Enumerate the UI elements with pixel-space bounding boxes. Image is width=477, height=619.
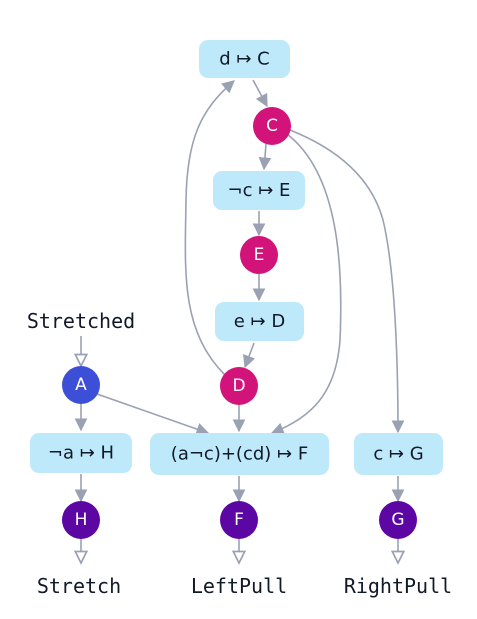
node-h: H <box>62 501 100 539</box>
node-a: A <box>62 366 100 404</box>
node-h-label: H <box>75 510 88 530</box>
state-nodes: A C E D H F G <box>62 107 417 539</box>
edge-d-loop-to-d-box <box>184 80 235 376</box>
node-e-label: E <box>254 245 265 265</box>
label-stretch: Stretch <box>37 574 121 598</box>
rule-box-not-a-to-h: ¬a ↦ H <box>30 433 132 473</box>
rule-box-d-to-c: d ↦ C <box>199 40 290 78</box>
rule-box-expr-to-f-label: (a¬c)+(cd) ↦ F <box>171 444 308 465</box>
edge-c-to-expr-box <box>270 133 342 435</box>
edge-c-to-not-c-box <box>258 143 272 171</box>
rule-box-e-to-d: e ↦ D <box>215 302 304 341</box>
rule-box-d-to-c-label: d ↦ C <box>219 49 270 70</box>
rule-box-e-to-d-label: e ↦ D <box>234 311 285 332</box>
io-labels: Stretched Stretch LeftPull RightPull <box>27 309 452 598</box>
rule-box-c-to-g-label: c ↦ G <box>373 444 423 465</box>
edge-d-box-to-c <box>252 79 268 108</box>
label-left-pull: LeftPull <box>191 574 287 598</box>
node-g: G <box>379 501 417 539</box>
rule-box-not-c-to-e: ¬c ↦ E <box>213 171 305 210</box>
edge-e-box-to-d <box>243 342 256 369</box>
rule-boxes: d ↦ C ¬c ↦ E e ↦ D ¬a ↦ H (a¬c)+(cd) ↦ F… <box>30 40 443 475</box>
node-f: F <box>220 501 258 539</box>
edge-a-to-expr-box <box>96 393 210 436</box>
node-a-label: A <box>75 375 87 395</box>
rule-box-c-to-g: c ↦ G <box>354 433 443 475</box>
node-g-label: G <box>391 510 404 530</box>
label-right-pull: RightPull <box>344 574 452 598</box>
node-c-label: C <box>266 116 278 136</box>
edge-c-to-c-box <box>289 129 405 434</box>
node-f-label: F <box>234 510 244 530</box>
node-d-label: D <box>232 376 245 396</box>
rule-box-expr-to-f: (a¬c)+(cd) ↦ F <box>150 433 329 475</box>
node-c: C <box>253 107 291 145</box>
rule-box-not-c-to-e-label: ¬c ↦ E <box>228 180 291 201</box>
edges <box>81 79 405 563</box>
label-stretched: Stretched <box>27 309 135 333</box>
node-d: D <box>220 367 258 405</box>
rule-box-not-a-to-h-label: ¬a ↦ H <box>48 443 114 464</box>
node-e: E <box>240 236 278 274</box>
